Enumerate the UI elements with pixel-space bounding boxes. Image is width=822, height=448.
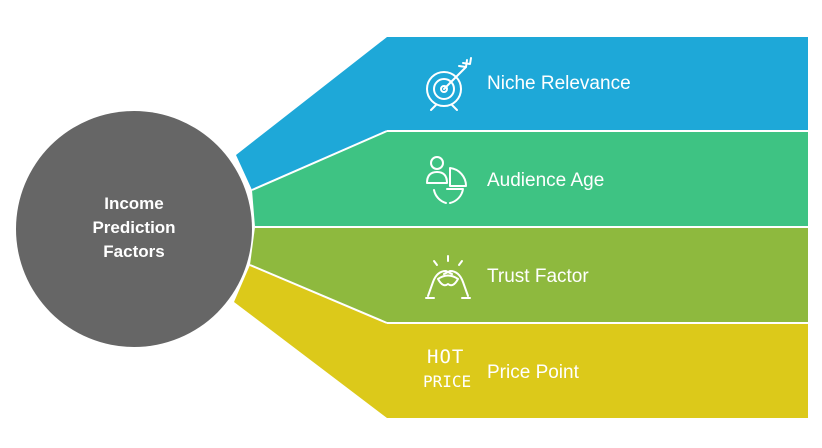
band-niche-relevance — [236, 37, 808, 190]
handshake-icon — [425, 255, 471, 299]
separator-line — [249, 264, 388, 324]
factor-label-audience-age: Audience Age — [487, 170, 605, 191]
hot-price-icon-top: HOT — [427, 346, 465, 368]
band-audience-age — [252, 131, 808, 227]
target-arrow-icon — [426, 57, 472, 111]
band-trust-factor — [250, 227, 808, 323]
center-title-line-3: Factors — [103, 242, 165, 261]
band-price-point — [234, 265, 808, 418]
factor-label-trust-factor: Trust Factor — [487, 266, 589, 287]
center-title-line-2: Prediction — [92, 218, 176, 237]
separator-line — [251, 130, 388, 191]
factor-label-price-point: Price Point — [487, 362, 579, 383]
hot-price-icon-bottom: PRICE — [423, 372, 472, 391]
factor-label-niche-relevance: Niche Relevance — [487, 73, 631, 94]
person-pie-chart-icon — [426, 156, 468, 204]
hot-price-icon: HOT PRICE — [423, 346, 475, 396]
center-title-line-1: Income — [104, 194, 164, 213]
center-circle — [16, 111, 252, 347]
